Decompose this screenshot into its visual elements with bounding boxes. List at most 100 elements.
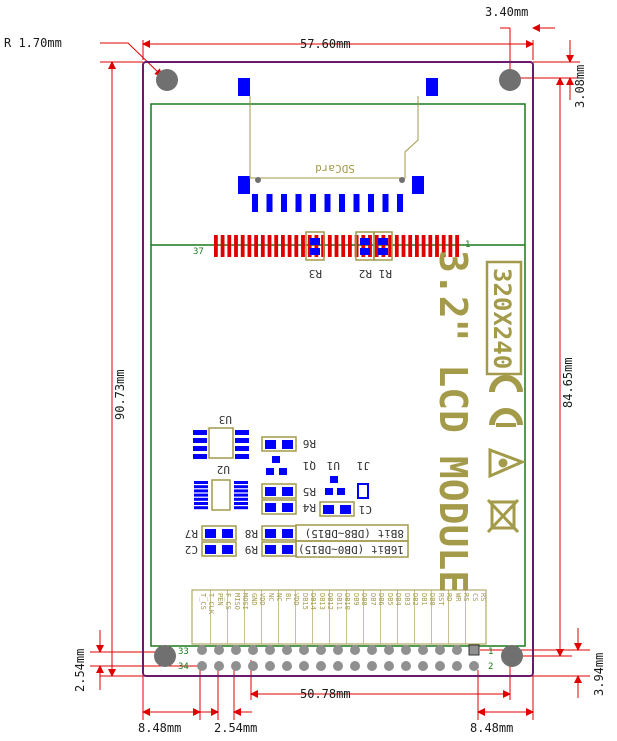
header-pin (384, 661, 394, 671)
header-pin (265, 661, 275, 671)
header-pin (418, 645, 428, 655)
header-pin (248, 661, 258, 671)
sdcard-pin-pad (397, 194, 403, 212)
header-pin-label-top: MISO (233, 593, 241, 610)
header-pin (469, 661, 479, 671)
header-pin-label-bottom: F_CS (224, 593, 232, 610)
resolution-box (485, 260, 523, 376)
mounting-hole-top-left (156, 69, 178, 91)
ic-u2-pin (194, 502, 208, 505)
header-pin-label-bottom: RS (462, 593, 470, 601)
header-pin-label-bottom: DB8 (360, 593, 368, 606)
dim-header-span: 50.78mm (300, 687, 351, 701)
header-pin-label-bottom: VDD (292, 593, 300, 606)
ref-q1: Q1 (303, 459, 316, 472)
header-pin (299, 645, 309, 655)
header-pin-label-bottom: DB4 (394, 593, 402, 606)
header-pin-label-bottom: NC (275, 593, 283, 601)
header-pin-label-bottom: DB12 (326, 593, 334, 610)
fpc-pin-pad (321, 235, 325, 257)
dim-header-offset-left: 2.54mm (73, 649, 87, 692)
sdcard-pin-pad (324, 194, 331, 212)
header-pin (435, 661, 445, 671)
fpc-pin-pad (274, 235, 279, 257)
fpc-pin-pad (294, 235, 299, 257)
header-pin-label-top: DB1 (420, 593, 428, 606)
ic-u2-pin (234, 506, 248, 510)
header-pin (214, 645, 224, 655)
fpc-pin-pad (267, 235, 272, 257)
module-title: 3.2" LCD MODULE (431, 250, 475, 593)
header-pin (197, 645, 207, 655)
header-pin (248, 645, 258, 655)
ref-u1: U1 (327, 459, 340, 472)
ic-u2-pin (194, 481, 208, 484)
header-label-box (191, 589, 487, 645)
header-pin (316, 645, 326, 655)
fpc-pin-pad (374, 235, 379, 257)
fpc-pin-pad (361, 235, 366, 257)
fpc-pin-pad (388, 235, 392, 257)
header-pin-label-bottom: T_CLK (207, 593, 215, 615)
header-pin-label-bottom: DB0 (428, 593, 436, 606)
header-pin (418, 661, 428, 671)
ic-u2-pin (194, 506, 208, 510)
header-pin (452, 645, 462, 655)
sdcard-pin-pad (266, 194, 273, 212)
header-pin (231, 661, 241, 671)
bus-16bit-box (295, 540, 409, 558)
fpc-resistor-pads (305, 231, 393, 261)
header-pin-label-bottom: RS (479, 593, 487, 601)
header-pin-label-top: T_CS (199, 593, 207, 610)
fpc-pin-last-label: 37 (193, 247, 204, 257)
fpc-pin-pad (334, 235, 339, 257)
ic-u2-pin (194, 485, 208, 489)
header-pin (367, 645, 377, 655)
ref-r3: R3 (309, 267, 322, 280)
header-pin-label-top: DB3 (403, 593, 411, 606)
ic-u2-pin (234, 497, 248, 501)
ic-u2-pin (194, 493, 208, 497)
ic-u2-pin (234, 485, 248, 489)
header-pin-label-bottom: MOSI (241, 593, 249, 610)
ic-u2-pin (234, 489, 248, 493)
fpc-pin-pad (435, 235, 439, 257)
header-pin-34-label: 34 (178, 662, 189, 672)
ref-r6: R6 (303, 437, 316, 450)
mounting-hole-top-right (499, 69, 521, 91)
fpc-pin-pad (421, 235, 426, 257)
fpc-pin-pad (247, 235, 252, 257)
sdcard-pin-pad (353, 194, 360, 212)
fpc-pin-pad (408, 235, 413, 257)
ic-u2-pin (234, 502, 248, 505)
bus-8bit-label: 8Bit (DB8~DB15) (305, 527, 404, 540)
ic-u2-pin (234, 481, 248, 484)
header-pin-label-bottom: DB6 (377, 593, 385, 606)
dim-total-height: 90.73mm (113, 369, 127, 420)
ref-r5: R5 (303, 485, 316, 498)
fpc-pin-pad (448, 235, 453, 257)
header-pin (282, 661, 292, 671)
ref-c2: C2 (185, 543, 198, 556)
sdcard-label: SDCard (315, 162, 355, 175)
header-pin (435, 645, 445, 655)
fpc-pin-pad (381, 235, 386, 257)
ce-mark-icon (489, 375, 523, 427)
ic-u2 (194, 479, 248, 511)
pin-header (197, 644, 480, 671)
fpc-pin-first-label: 1 (465, 240, 470, 250)
header-pin-label-bottom: VDD (258, 593, 266, 606)
header-pin-label-top: CS (471, 593, 479, 601)
ref-r9: R9 (245, 543, 258, 556)
dim-right-margin: 8.48mm (470, 721, 513, 735)
sdcard-pin-pad (281, 194, 287, 212)
header-pin-label-bottom: DB14 (309, 593, 317, 610)
header-pin-label-bottom: DB10 (343, 593, 351, 610)
header-pin-label-top: GND (250, 593, 258, 606)
header-pin (452, 661, 462, 671)
dim-inner-height: 84.65mm (561, 357, 575, 408)
header-pin-label-top: DB9 (352, 593, 360, 606)
ref-r8: R8 (245, 527, 258, 540)
dim-width: 57.60mm (300, 37, 351, 51)
